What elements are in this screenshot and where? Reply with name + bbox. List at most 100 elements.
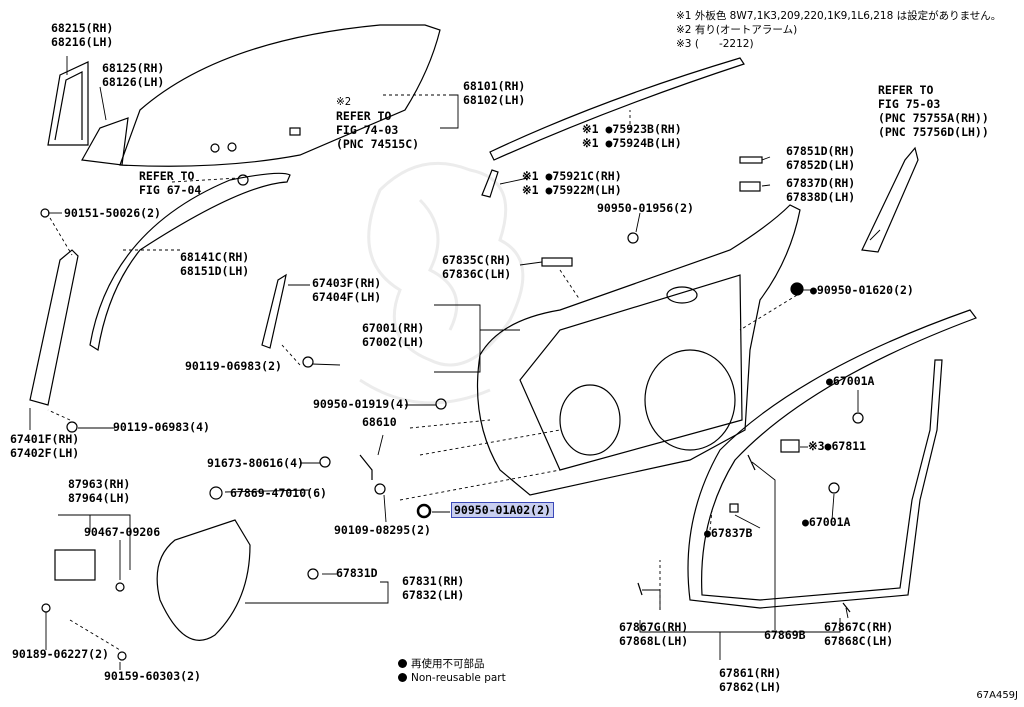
label-90950-01620[interactable]: ●90950-01620(2): [810, 283, 914, 297]
label-90467[interactable]: 90467-09206: [84, 525, 161, 539]
label-67851d[interactable]: 67851D(RH): [786, 144, 856, 158]
clip-67867g: [637, 582, 643, 596]
label-67831d[interactable]: 67831D: [336, 566, 378, 580]
label-67002[interactable]: 67002(LH): [362, 335, 425, 349]
label-67401f[interactable]: 67401F(RH): [10, 432, 80, 446]
ref-74-line1[interactable]: REFER TO: [336, 109, 392, 123]
quarter-glass: [81, 117, 129, 166]
label-67835c[interactable]: 67835C(RH): [442, 253, 512, 267]
ref-74-mark: ※2: [336, 96, 352, 108]
label-68216[interactable]: 68216(LH): [51, 35, 114, 49]
label-67832[interactable]: 67832(LH): [402, 588, 465, 602]
note-2: ※2 有り(オートアラーム): [676, 24, 798, 36]
legend-dot-icon: [398, 673, 407, 682]
label-67001[interactable]: 67001(RH): [362, 321, 425, 335]
label-67861[interactable]: 67861(RH): [719, 666, 782, 680]
glass-bolt: [237, 174, 249, 186]
label-90189[interactable]: 90189-06227(2): [12, 647, 109, 661]
clip-67831d: [307, 568, 319, 580]
speaker-hole: [644, 349, 736, 451]
label-68126[interactable]: 68126(LH): [102, 75, 165, 89]
door-check: [359, 454, 373, 480]
ref-75-line3[interactable]: (PNC 75755A(RH)): [878, 111, 989, 125]
label-68141c[interactable]: 68141C(RH): [180, 250, 250, 264]
door-panel: [476, 204, 801, 496]
label-75922m[interactable]: ※1 ●75922M(LH): [522, 183, 622, 197]
sash-screw: [40, 208, 50, 218]
leader-lines: [29, 56, 881, 670]
hole-plug-67001a-1: [852, 412, 864, 424]
hole-plug-67001a-2: [828, 482, 840, 494]
label-90119-b[interactable]: 90119-06983(4): [113, 420, 210, 434]
label-90109[interactable]: 90109-08295(2): [334, 523, 431, 537]
label-67837b[interactable]: ●67837B: [704, 526, 753, 540]
screw-91673: [319, 456, 331, 468]
label-68102[interactable]: 68102(LH): [463, 93, 526, 107]
label-90119-a[interactable]: 90119-06983(2): [185, 359, 282, 373]
label-67862[interactable]: 67862(LH): [719, 680, 782, 694]
label-67867c[interactable]: 67867C(RH): [824, 620, 894, 634]
clip-90950-01620: [790, 282, 804, 296]
sash-bolt-1: [66, 421, 78, 433]
ref-67-line2[interactable]: FIG 67-04: [139, 183, 202, 197]
label-67837d[interactable]: 67837D(RH): [786, 176, 856, 190]
ref-75-line4[interactable]: (PNC 75756D(LH)): [878, 125, 989, 139]
legend-en-text: Non-reusable part: [411, 672, 506, 684]
quarter-glass-weatherstrip: [47, 61, 89, 146]
label-67811[interactable]: ※3●67811: [808, 439, 867, 453]
label-67831[interactable]: 67831(RH): [402, 574, 465, 588]
label-67404f[interactable]: 67404F(LH): [312, 290, 382, 304]
plug-90950-01a02: [416, 503, 432, 519]
note-3: ※3 ( -2212): [676, 38, 754, 50]
ref-75-line1[interactable]: REFER TO: [878, 83, 934, 97]
note-1: ※1 外板色 8W7,1K3,209,220,1K9,1L6,218 は設定があ…: [676, 10, 1002, 22]
ref-75-line2[interactable]: FIG 75-03: [878, 97, 941, 111]
ref-74-line3[interactable]: (PNC 74515C): [336, 137, 420, 151]
clip-90950-01919: [435, 398, 447, 410]
label-90950-01919[interactable]: 90950-01919(4): [313, 397, 410, 411]
label-75924b[interactable]: ※1 ●75924B(LH): [582, 136, 682, 150]
ref-74-line2[interactable]: FIG 74-03: [336, 123, 399, 137]
label-67852d[interactable]: 67852D(LH): [786, 158, 856, 172]
label-67869b[interactable]: 67869B: [764, 628, 806, 642]
label-68215[interactable]: 68215(RH): [51, 21, 114, 35]
label-90950-01956[interactable]: 90950-01956(2): [597, 201, 694, 215]
pad-67811: [780, 439, 800, 453]
bracket-67835c: [541, 257, 573, 267]
label-75921c[interactable]: ※1 ●75921C(RH): [522, 169, 622, 183]
label-75923b[interactable]: ※1 ●75923B(RH): [582, 122, 682, 136]
label-67403f[interactable]: 67403F(RH): [312, 276, 382, 290]
label-67867g[interactable]: 67867G(RH): [619, 620, 689, 634]
clip-67837b: [729, 503, 739, 513]
bracket-67851d: [739, 156, 763, 164]
door-inner-frame: [519, 274, 743, 471]
label-68101[interactable]: 68101(RH): [463, 79, 526, 93]
highlighted-part-number[interactable]: 90950-01A02(2): [451, 502, 554, 518]
label-67001a-1[interactable]: ●67001A: [826, 374, 875, 388]
label-90159[interactable]: 90159-60303(2): [104, 669, 201, 683]
label-87963[interactable]: 87963(RH): [68, 477, 131, 491]
label-90950-01a02[interactable]: 90950-01A02(2): [451, 502, 554, 518]
clip-67867c: [842, 602, 851, 613]
label-87964[interactable]: 87964(LH): [68, 491, 131, 505]
label-67836c[interactable]: 67836C(LH): [442, 267, 512, 281]
label-68610[interactable]: 68610: [362, 415, 397, 429]
screw-90467: [115, 582, 125, 592]
service-hole-cover: [156, 519, 251, 641]
label-67001a-2[interactable]: ●67001A: [802, 515, 851, 529]
label-67402f[interactable]: 67402F(LH): [10, 446, 80, 460]
sash-bolt-2: [302, 356, 314, 368]
label-67838d[interactable]: 67838D(LH): [786, 190, 856, 204]
label-68151d[interactable]: 68151D(LH): [180, 264, 250, 278]
label-67868c[interactable]: 67868C(LH): [824, 634, 894, 648]
label-67868l[interactable]: 67868L(LH): [619, 634, 689, 648]
label-90151[interactable]: 90151-50026(2): [64, 206, 161, 220]
label-67869[interactable]: 67869-47010(6): [230, 486, 327, 500]
ref-67-line1[interactable]: REFER TO: [139, 169, 195, 183]
door-glass: [119, 24, 441, 167]
clip-67869: [209, 486, 223, 500]
label-68125[interactable]: 68125(RH): [102, 61, 165, 75]
legend-jp: 再使用不可部品: [398, 656, 485, 671]
label-91673[interactable]: 91673-80616(4): [207, 456, 304, 470]
